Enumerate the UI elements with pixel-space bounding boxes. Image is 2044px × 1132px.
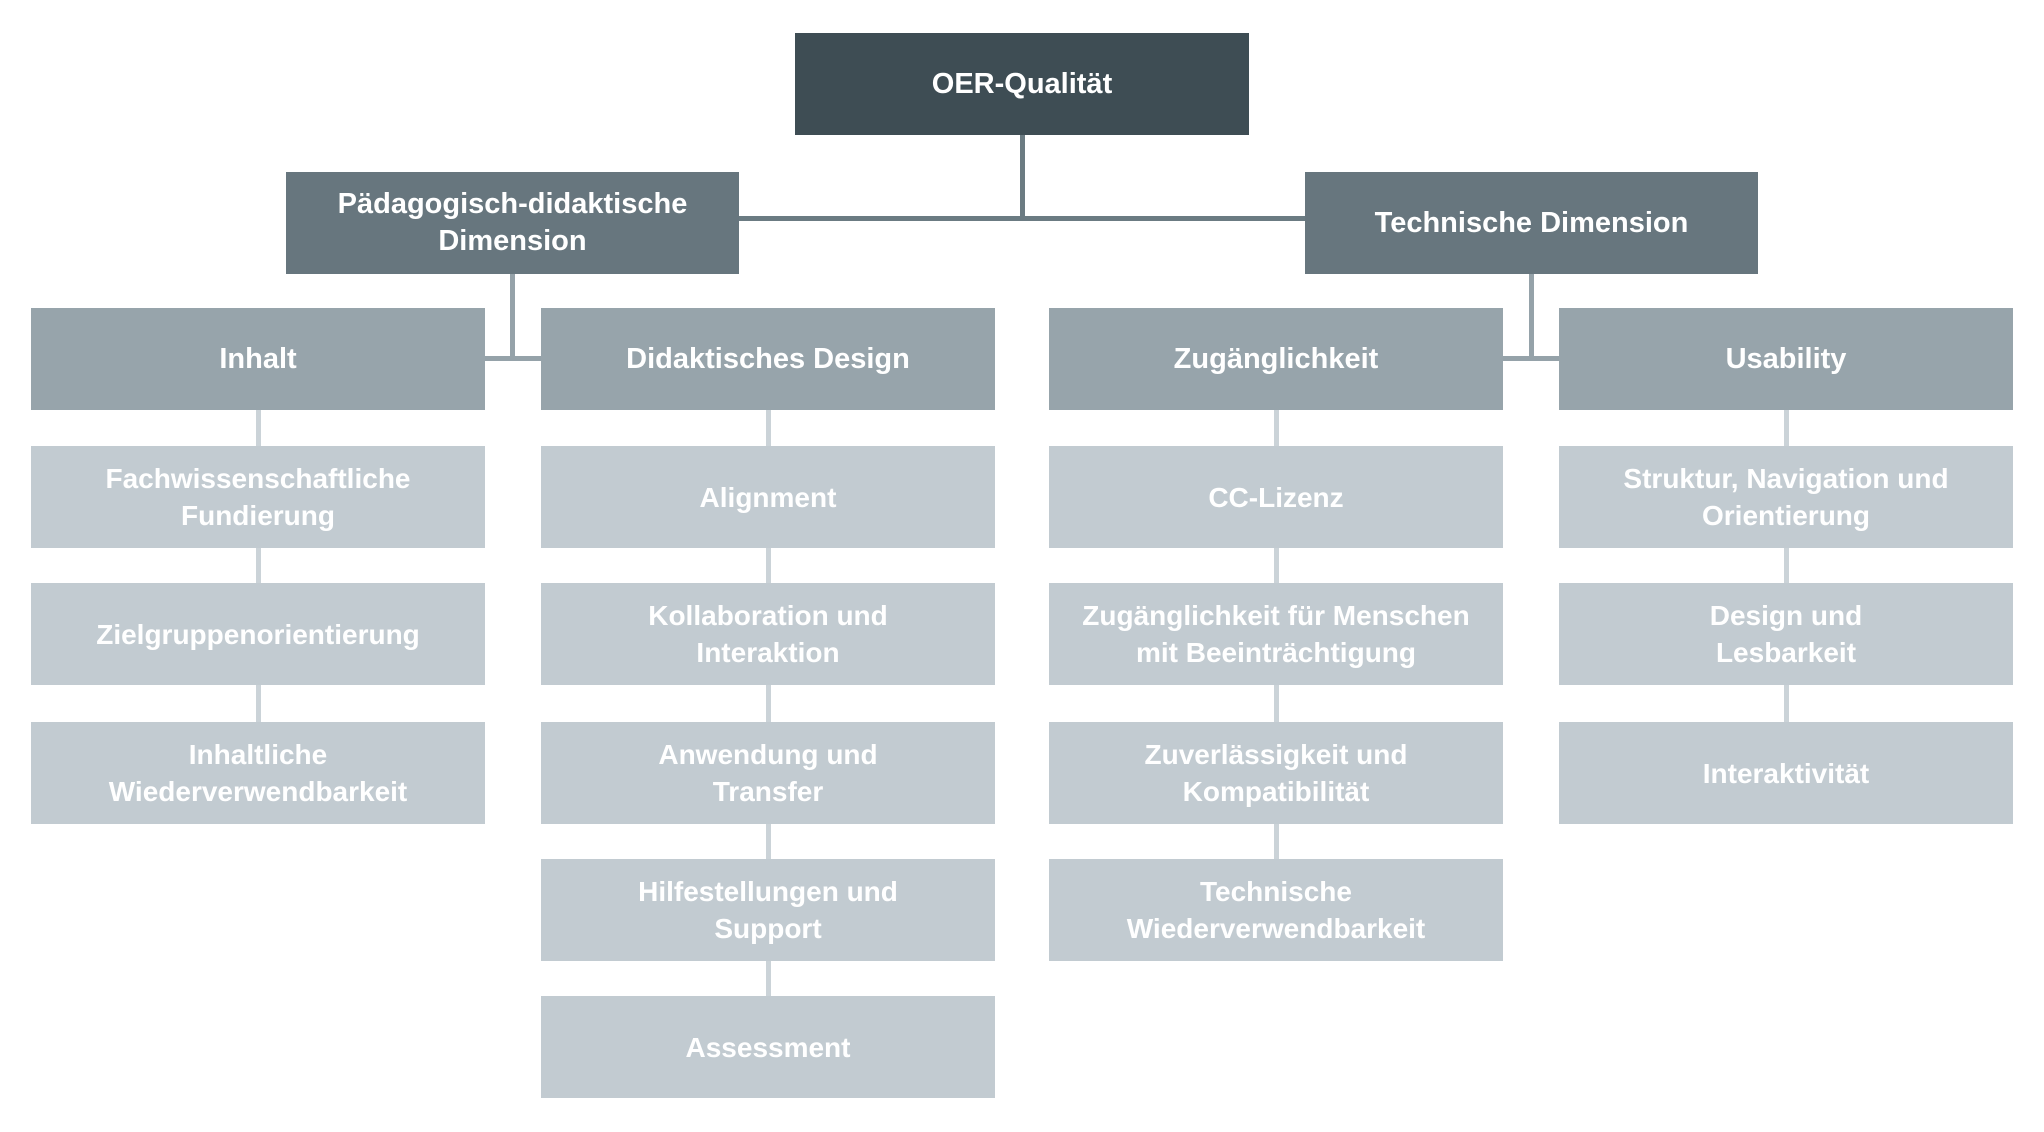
- connector-inhalt-stub-2: [256, 548, 261, 583]
- connector-paedagogisch-vertical: [510, 274, 515, 361]
- box-zuverlaessigkeit-und-kompatibilitaet: Zuverlässigkeit und Kompatibilität: [1049, 722, 1503, 824]
- box-alignment: Alignment: [541, 446, 995, 548]
- box-interaktivitaet: Interaktivität: [1559, 722, 2013, 824]
- connector-zugaenglichkeit-stub-3: [1274, 685, 1279, 722]
- box-zugaenglichkeit-fuer-menschen-mit-beeintraechtigung: Zugänglichkeit für Menschen mit Beeinträ…: [1049, 583, 1503, 685]
- connector-zugaenglichkeit-stub-4: [1274, 824, 1279, 859]
- connector-didaktisches-stub-3: [766, 685, 771, 722]
- connector-zugaenglichkeit-usability-horizontal: [1503, 356, 1559, 361]
- box-anwendung-und-transfer: Anwendung und Transfer: [541, 722, 995, 824]
- box-inhaltliche-wiederverwendbarkeit: Inhaltliche Wiederverwendbarkeit: [31, 722, 485, 824]
- box-didaktisches-design: Didaktisches Design: [541, 308, 995, 410]
- connector-inhalt-didaktisches-horizontal: [485, 356, 541, 361]
- connector-dimensions-horizontal: [739, 216, 1305, 221]
- connector-didaktisches-stub-1: [766, 410, 771, 446]
- box-zielgruppenorientierung: Zielgruppenorientierung: [31, 583, 485, 685]
- box-usability: Usability: [1559, 308, 2013, 410]
- connector-usability-stub-3: [1784, 685, 1789, 722]
- box-inhalt: Inhalt: [31, 308, 485, 410]
- connector-usability-stub-2: [1784, 548, 1789, 583]
- connector-zugaenglichkeit-stub-2: [1274, 548, 1279, 583]
- box-oer-qualitaet: OER-Qualität: [795, 33, 1249, 135]
- box-assessment: Assessment: [541, 996, 995, 1098]
- box-design-und-lesbarkeit: Design und Lesbarkeit: [1559, 583, 2013, 685]
- box-zugaenglichkeit: Zugänglichkeit: [1049, 308, 1503, 410]
- box-struktur-navigation-und-orientierung: Struktur, Navigation und Orientierung: [1559, 446, 2013, 548]
- connector-didaktisches-stub-2: [766, 548, 771, 583]
- connector-usability-stub-1: [1784, 410, 1789, 446]
- box-paedagogisch-didaktische-dimension: Pädagogisch-didaktische Dimension: [286, 172, 739, 274]
- box-hilfestellungen-und-support: Hilfestellungen und Support: [541, 859, 995, 961]
- connector-inhalt-stub-1: [256, 410, 261, 446]
- box-cc-lizenz: CC-Lizenz: [1049, 446, 1503, 548]
- box-fachwissenschaftliche-fundierung: Fachwissenschaftliche Fundierung: [31, 446, 485, 548]
- box-technische-dimension: Technische Dimension: [1305, 172, 1758, 274]
- connector-didaktisches-stub-5: [766, 961, 771, 996]
- box-kollaboration-und-interaktion: Kollaboration und Interaktion: [541, 583, 995, 685]
- box-technische-wiederverwendbarkeit: Technische Wiederverwendbarkeit: [1049, 859, 1503, 961]
- connector-inhalt-stub-3: [256, 685, 261, 722]
- connector-technisch-vertical: [1529, 274, 1534, 361]
- connector-didaktisches-stub-4: [766, 824, 771, 859]
- connector-root-vertical: [1020, 135, 1025, 221]
- connector-zugaenglichkeit-stub-1: [1274, 410, 1279, 446]
